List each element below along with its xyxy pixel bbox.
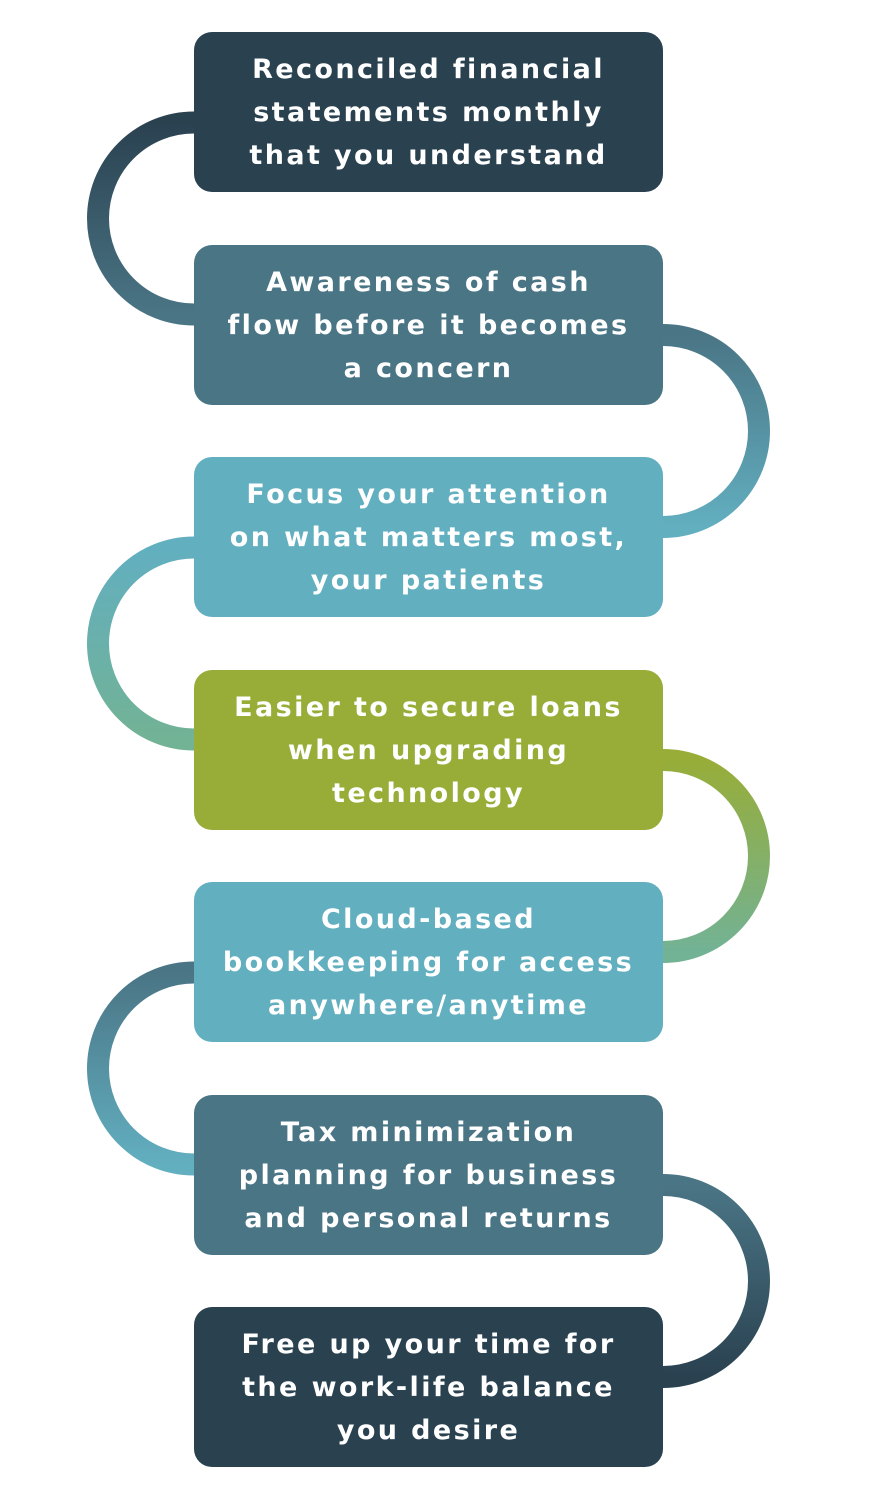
step-text-4: Easier to secure loans when upgrading te… <box>234 691 623 809</box>
connector-arc-3 <box>87 536 206 751</box>
step-box-1: Reconciled financial statements monthly … <box>194 32 663 192</box>
connector-arc-5 <box>87 961 206 1176</box>
step-box-2: Awareness of cash flow before it becomes… <box>194 245 663 405</box>
step-text-3: Focus your attention on what matters mos… <box>229 478 628 596</box>
step-box-4: Easier to secure loans when upgrading te… <box>194 670 663 830</box>
step-text-1: Reconciled financial statements monthly … <box>249 53 608 171</box>
connector-arc-4 <box>651 749 770 963</box>
step-text-7: Free up your time for the work-life bala… <box>241 1328 616 1446</box>
connector-arc-2 <box>651 324 770 538</box>
step-box-6: Tax minimization planning for business a… <box>194 1095 663 1255</box>
step-box-3: Focus your attention on what matters mos… <box>194 457 663 617</box>
step-text-6: Tax minimization planning for business a… <box>238 1116 619 1234</box>
step-box-7: Free up your time for the work-life bala… <box>194 1307 663 1467</box>
connector-arc-6 <box>651 1174 770 1388</box>
step-text-5: Cloud-based bookkeeping for access anywh… <box>222 903 635 1021</box>
connector-arc-1 <box>87 111 206 326</box>
step-box-5: Cloud-based bookkeeping for access anywh… <box>194 882 663 1042</box>
step-text-2: Awareness of cash flow before it becomes… <box>227 266 630 384</box>
